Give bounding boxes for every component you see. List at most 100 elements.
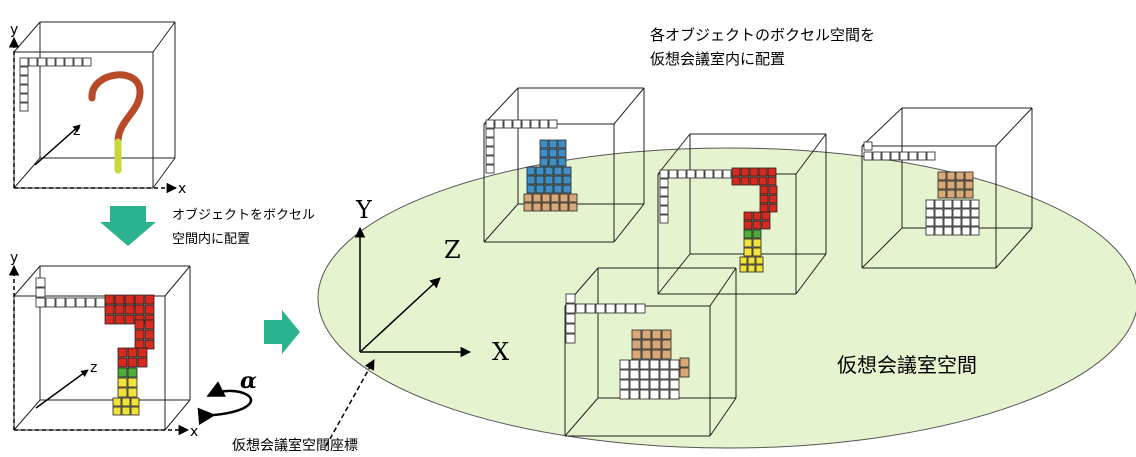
voxel — [104, 314, 115, 325]
room-space-label: 仮想会議室空間 — [837, 353, 977, 377]
voxel — [629, 369, 640, 380]
voxel — [121, 397, 131, 407]
voxel — [631, 339, 642, 350]
voxel-group — [743, 238, 762, 257]
voxel-space-person-right — [861, 107, 1033, 269]
voxel — [641, 339, 652, 350]
voxel — [117, 347, 128, 358]
voxel — [649, 359, 660, 370]
voxel — [559, 202, 569, 212]
voxel — [970, 217, 980, 227]
voxel — [565, 333, 576, 344]
voxel — [19, 93, 29, 103]
voxel — [925, 226, 935, 236]
voxel — [541, 193, 551, 203]
voxel — [758, 167, 768, 177]
voxel — [639, 369, 650, 380]
voxel — [713, 169, 723, 179]
voxel — [82, 57, 92, 67]
voxel — [117, 377, 128, 388]
voxel — [557, 157, 567, 167]
voxel — [952, 226, 962, 236]
voxel — [649, 389, 660, 400]
axis-label-z: z — [73, 123, 80, 139]
voxel-group — [35, 287, 46, 298]
voxel — [114, 314, 125, 325]
voxel-group — [937, 171, 974, 199]
voxel — [768, 203, 778, 213]
voxel — [95, 297, 106, 308]
voxel — [759, 185, 769, 195]
voxel — [768, 194, 778, 204]
voxel — [523, 193, 533, 203]
down-arrow-icon — [100, 206, 156, 246]
voxel — [961, 226, 971, 236]
voxel — [659, 196, 669, 206]
voxel-group — [863, 141, 873, 151]
voxel — [35, 277, 46, 288]
voxel-space-question-mark — [657, 133, 827, 295]
voxel — [144, 319, 155, 330]
voxel — [970, 199, 980, 209]
voxel — [144, 294, 155, 305]
voxel — [137, 347, 148, 358]
source-object-cube: y x z — [8, 21, 186, 197]
axis-label-room-Z: Z — [444, 236, 461, 264]
voxel — [117, 387, 128, 398]
voxel-group — [117, 377, 138, 398]
voxel — [28, 57, 38, 67]
voxel — [605, 303, 616, 314]
voxel — [881, 151, 891, 161]
voxel — [45, 297, 56, 308]
voxel — [548, 139, 558, 149]
voxel — [755, 264, 764, 273]
voxel — [521, 119, 531, 129]
voxel — [668, 169, 678, 179]
voxel — [946, 180, 956, 190]
voxel — [85, 297, 96, 308]
voxel — [35, 297, 46, 308]
voxel — [631, 349, 642, 360]
voxel — [890, 151, 900, 161]
caption-top-line2: 仮想会議室内に配置 — [650, 50, 785, 68]
voxel — [532, 193, 542, 203]
voxel — [955, 180, 965, 190]
voxel-group — [863, 151, 936, 161]
voxel — [747, 264, 756, 273]
voxel — [970, 208, 980, 218]
voxel — [863, 151, 873, 161]
voxel — [104, 304, 115, 315]
voxel — [669, 379, 680, 390]
voxel — [761, 211, 771, 221]
voxel — [964, 180, 974, 190]
voxel-group — [485, 119, 558, 129]
axis-label-room-X: X — [492, 338, 509, 366]
voxel — [767, 167, 777, 177]
voxel — [503, 119, 513, 129]
voxel — [526, 175, 536, 185]
voxel — [544, 175, 554, 185]
voxelized-object-cube: y x z — [8, 250, 198, 440]
voxel-space-person-front — [564, 267, 737, 437]
axis-label-room-Y: Y — [355, 196, 373, 224]
voxel — [523, 202, 533, 212]
voxel — [485, 128, 495, 138]
voxel — [562, 166, 572, 176]
voxel-group — [631, 329, 672, 360]
voxel — [767, 176, 777, 186]
voxel — [127, 367, 138, 378]
voxel — [641, 349, 652, 360]
voxel — [752, 220, 762, 230]
voxel — [659, 214, 669, 224]
voxel — [548, 119, 558, 129]
voxel — [937, 180, 947, 190]
voxel — [743, 211, 753, 221]
voxel — [75, 297, 86, 308]
voxel-group — [743, 229, 762, 239]
voxel — [550, 202, 560, 212]
voxel — [124, 294, 135, 305]
voxel — [64, 57, 74, 67]
axis-label-y-2: y — [10, 250, 18, 266]
voxel — [124, 314, 135, 325]
